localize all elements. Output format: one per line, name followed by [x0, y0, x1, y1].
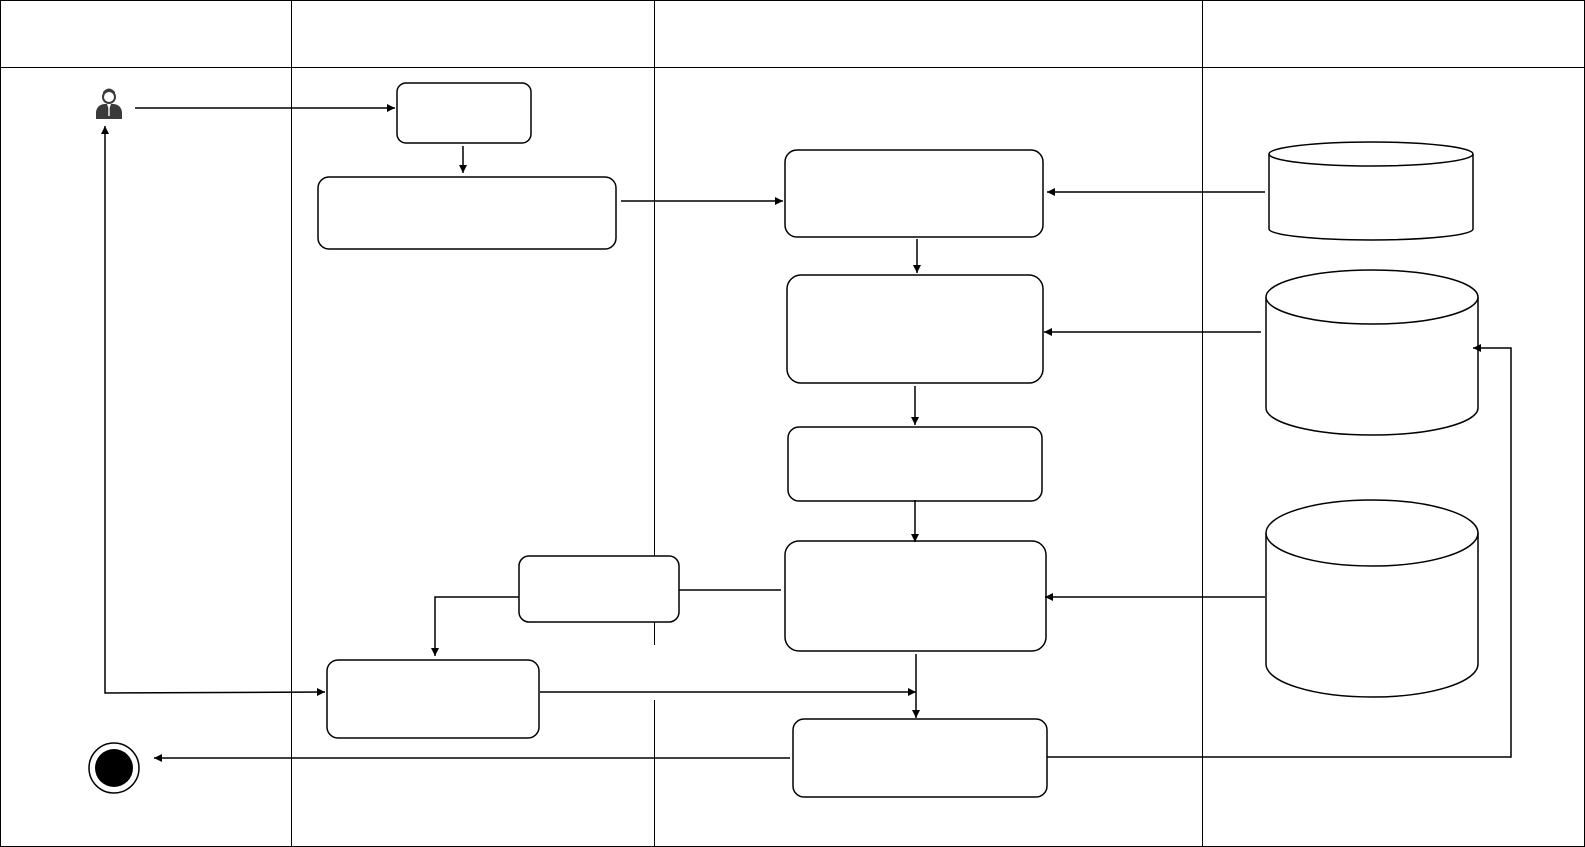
- end-node: [88, 742, 140, 794]
- start-process-box: [396, 82, 532, 144]
- small-process-box: [518, 555, 680, 623]
- process-boxes: [317, 82, 1048, 798]
- left-process-box: [317, 176, 617, 250]
- process-box-1: [784, 149, 1044, 238]
- final-process-box: [792, 718, 1048, 798]
- user-icon: [96, 88, 122, 119]
- edge-actor-bottom-left-loop: [101, 126, 326, 697]
- process-box-2: [786, 274, 1044, 384]
- edge-small-process-to-bottom-left: [431, 596, 519, 656]
- database-1: [1268, 141, 1474, 241]
- database-3: [1265, 499, 1479, 698]
- bottom-left-process-box: [326, 659, 540, 739]
- process-box-3: [787, 426, 1043, 502]
- edge-final-to-db2: [1047, 344, 1512, 758]
- database-2: [1265, 269, 1479, 436]
- connectors: [101, 104, 1512, 762]
- process-box-4: [784, 540, 1047, 652]
